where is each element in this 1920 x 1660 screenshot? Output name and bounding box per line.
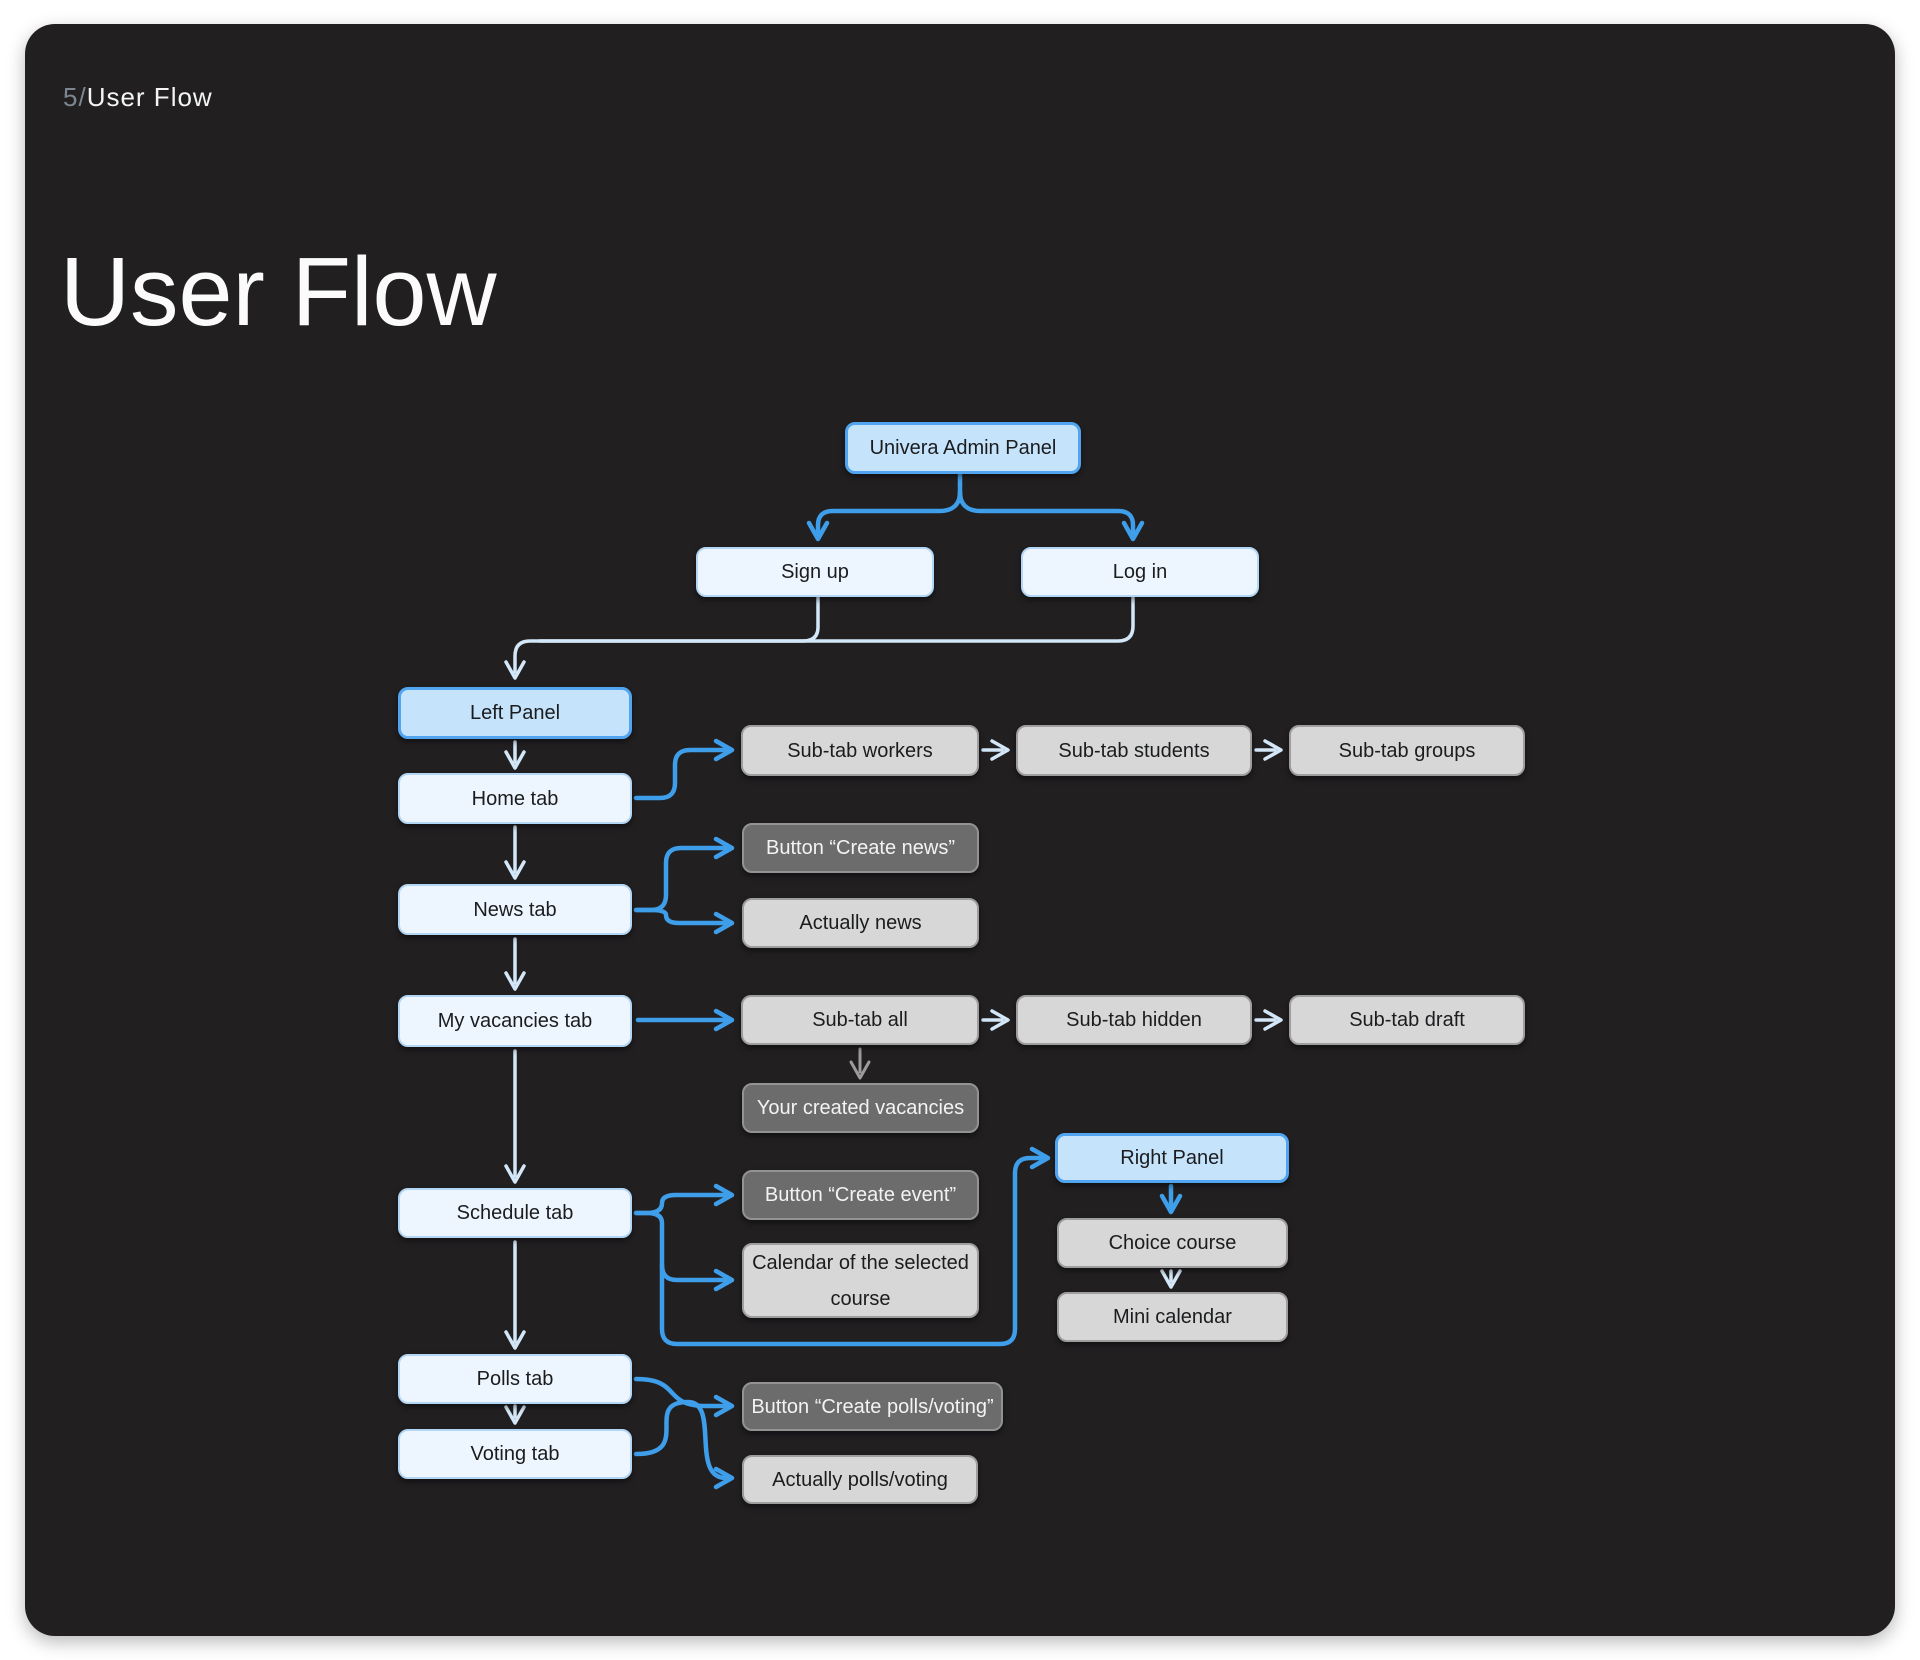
breadcrumb-label: User Flow <box>86 82 213 112</box>
node-button-create-polls-voting: Button “Create polls/voting” <box>742 1382 1003 1431</box>
node-your-created-vacancies: Your created vacancies <box>742 1083 979 1133</box>
node-sub-tab-hidden: Sub-tab hidden <box>1016 995 1252 1045</box>
node-sub-tab-all: Sub-tab all <box>741 995 979 1045</box>
node-voting-tab: Voting tab <box>398 1429 632 1479</box>
node-choice-course: Choice course <box>1057 1218 1288 1268</box>
node-univera-admin-panel: Univera Admin Panel <box>845 422 1081 474</box>
node-sub-tab-groups: Sub-tab groups <box>1289 725 1525 776</box>
node-my-vacancies-tab: My vacancies tab <box>398 995 632 1047</box>
node-right-panel: Right Panel <box>1055 1133 1289 1183</box>
breadcrumb-number: 5/ <box>63 82 87 112</box>
page-title: User Flow <box>60 237 497 346</box>
node-actually-polls-voting: Actually polls/voting <box>742 1455 978 1504</box>
node-sign-up: Sign up <box>696 547 934 597</box>
node-sub-tab-workers: Sub-tab workers <box>741 725 979 776</box>
node-actually-news: Actually news <box>742 898 979 948</box>
node-mini-calendar: Mini calendar <box>1057 1292 1288 1342</box>
node-calendar-selected-course: Calendar of the selected course <box>742 1243 979 1318</box>
node-schedule-tab: Schedule tab <box>398 1188 632 1238</box>
node-log-in: Log in <box>1021 547 1259 597</box>
node-button-create-news: Button “Create news” <box>742 823 979 873</box>
node-left-panel: Left Panel <box>398 687 632 739</box>
node-news-tab: News tab <box>398 884 632 935</box>
node-button-create-event: Button “Create event” <box>742 1170 979 1220</box>
node-sub-tab-students: Sub-tab students <box>1016 725 1252 776</box>
node-polls-tab: Polls tab <box>398 1354 632 1404</box>
node-sub-tab-draft: Sub-tab draft <box>1289 995 1525 1045</box>
node-home-tab: Home tab <box>398 773 632 824</box>
breadcrumb: 5/User Flow <box>63 82 213 113</box>
